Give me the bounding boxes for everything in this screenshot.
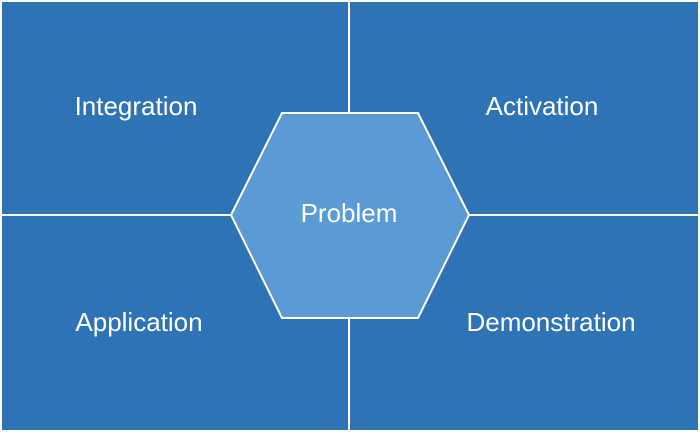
label-demonstration: Demonstration — [466, 307, 635, 337]
label-problem: Problem — [301, 198, 398, 228]
label-application: Application — [75, 307, 202, 337]
label-integration: Integration — [75, 91, 198, 121]
label-activation: Activation — [486, 91, 599, 121]
center-hexagon — [229, 112, 471, 319]
